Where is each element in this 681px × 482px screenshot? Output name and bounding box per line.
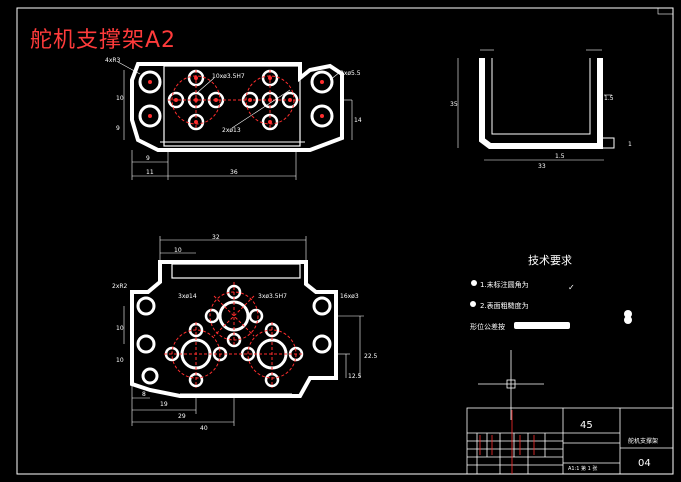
svg-text:1.5: 1.5 [555, 153, 565, 160]
svg-text:10: 10 [174, 247, 182, 254]
svg-text:✓: ✓ [568, 283, 575, 292]
title-block-part-name: 舵机支撑架 [628, 437, 658, 445]
svg-text:12.5: 12.5 [348, 373, 362, 380]
svg-text:2xø5.5: 2xø5.5 [340, 70, 361, 77]
svg-text:16xø3: 16xø3 [340, 293, 359, 300]
hole [204, 308, 220, 324]
side-view-inner [491, 58, 591, 135]
svg-text:33: 33 [538, 163, 546, 170]
title-block-scale: A1:1 第 1 张 [568, 465, 597, 472]
title-block-labels: 45 舵机支撑架 04 A1:1 第 1 张 [568, 420, 658, 472]
side-view-labels: 35 33 1.5 1 1.5 [450, 95, 632, 170]
title-block-quantity: 45 [580, 420, 593, 431]
ear-hole [138, 70, 162, 94]
top-view [117, 61, 353, 180]
svg-text:4xR3: 4xR3 [105, 57, 121, 64]
svg-text:10xø3.5H7: 10xø3.5H7 [212, 73, 245, 80]
ear-hole [141, 367, 159, 385]
svg-text:19: 19 [160, 401, 168, 408]
title-block [466, 407, 674, 475]
svg-text:1.5: 1.5 [604, 95, 614, 102]
svg-text:3xø14: 3xø14 [178, 293, 197, 300]
front-view [123, 236, 364, 426]
ear-hole [310, 104, 334, 128]
ear-hole [136, 334, 156, 354]
tech-requirement-line: 2.表面粗糙度为 [480, 302, 529, 310]
title-block-red-lines [479, 410, 535, 474]
top-view-labels: 4xR3 10xø3.5H7 2xø13 2xø5.5 10 9 9 11 36… [105, 57, 362, 176]
svg-text:22.5: 22.5 [364, 353, 378, 360]
top-view-outline [130, 62, 344, 152]
crosshair-cursor-icon [478, 350, 544, 420]
drawing-title: 舵机支撑架A2 [30, 28, 177, 53]
ear-hole [138, 104, 162, 128]
hole [248, 308, 264, 324]
ear-hole [312, 334, 332, 354]
drawing-frame [16, 7, 674, 475]
corner-mark [657, 7, 674, 15]
ear-hole [310, 70, 334, 94]
svg-text:14: 14 [354, 117, 362, 124]
ear-hole [312, 296, 332, 316]
side-view-profile [479, 58, 603, 149]
front-view-outline [130, 260, 338, 398]
front-view-labels: 32 10 2xR2 3xø14 3xø3.5H7 16xø3 10 10 19… [112, 234, 378, 432]
ear-hole [136, 296, 156, 316]
svg-text:2xR2: 2xR2 [112, 283, 128, 290]
svg-text:8: 8 [142, 391, 146, 398]
front-top-slot [171, 263, 301, 279]
svg-text:40: 40 [200, 425, 208, 432]
svg-text:29: 29 [178, 413, 186, 420]
svg-text:2xø13: 2xø13 [222, 127, 241, 134]
svg-text:10: 10 [116, 325, 124, 332]
svg-text:3xø3.5H7: 3xø3.5H7 [258, 293, 287, 300]
top-view-inner [163, 65, 301, 147]
svg-text:32: 32 [212, 234, 220, 241]
svg-text:11: 11 [146, 169, 154, 176]
svg-text:1: 1 [628, 141, 632, 148]
redaction-marks: ✓ [470, 280, 632, 329]
tech-requirement-line: 1.未标注圆角为 [480, 281, 529, 289]
svg-text:36: 36 [230, 169, 238, 176]
side-view [457, 49, 615, 161]
side-flange [599, 137, 615, 149]
svg-text:10: 10 [116, 357, 124, 364]
svg-text:9: 9 [116, 125, 120, 132]
svg-text:35: 35 [450, 101, 458, 108]
svg-text:9: 9 [146, 155, 150, 162]
tech-requirement-line: 形位公差按 [470, 323, 505, 331]
tech-requirements-heading: 技术要求 [528, 254, 572, 267]
svg-text:10: 10 [116, 95, 124, 102]
title-block-sheet: 04 [638, 458, 651, 469]
